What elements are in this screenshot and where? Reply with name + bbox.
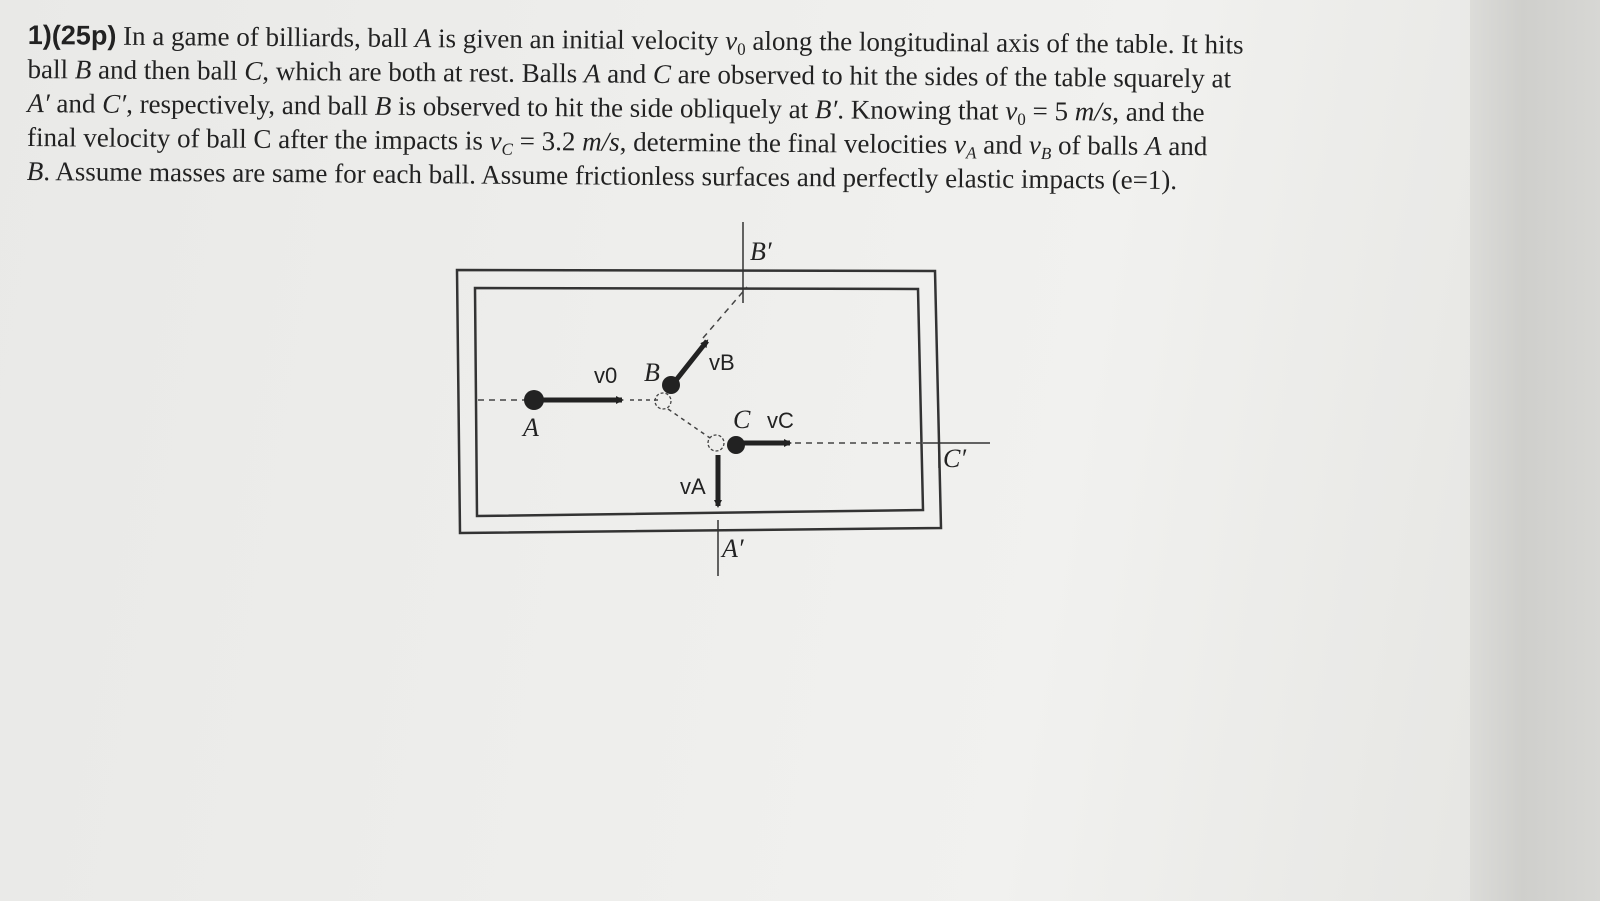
vb-arrow (671, 339, 709, 386)
label-a-prime: A′ (720, 534, 744, 563)
ball-b (662, 376, 680, 394)
label-ball-a: A (521, 413, 539, 442)
label-c-prime: C′ (943, 444, 966, 473)
ghost-ball-b (654, 392, 672, 410)
label-ball-c: C (733, 405, 751, 434)
paper-edge (1470, 0, 1600, 901)
paper-sheet (0, 0, 1490, 901)
ghost-ball-c (707, 434, 725, 452)
b-path-dashed (702, 286, 748, 339)
ball-a (524, 390, 544, 410)
table-inner-rail (473, 286, 925, 518)
b-to-c-dashed (667, 408, 711, 439)
label-ball-b: B (644, 358, 660, 387)
label-v0: v0 (594, 363, 617, 388)
table (455, 268, 943, 535)
ball-c (727, 436, 745, 454)
label-b-prime: B′ (750, 237, 772, 266)
label-vc: vC (767, 408, 794, 433)
label-va: vA (680, 474, 706, 499)
label-vb: vB (709, 350, 735, 375)
table-outer-rail (455, 268, 943, 535)
